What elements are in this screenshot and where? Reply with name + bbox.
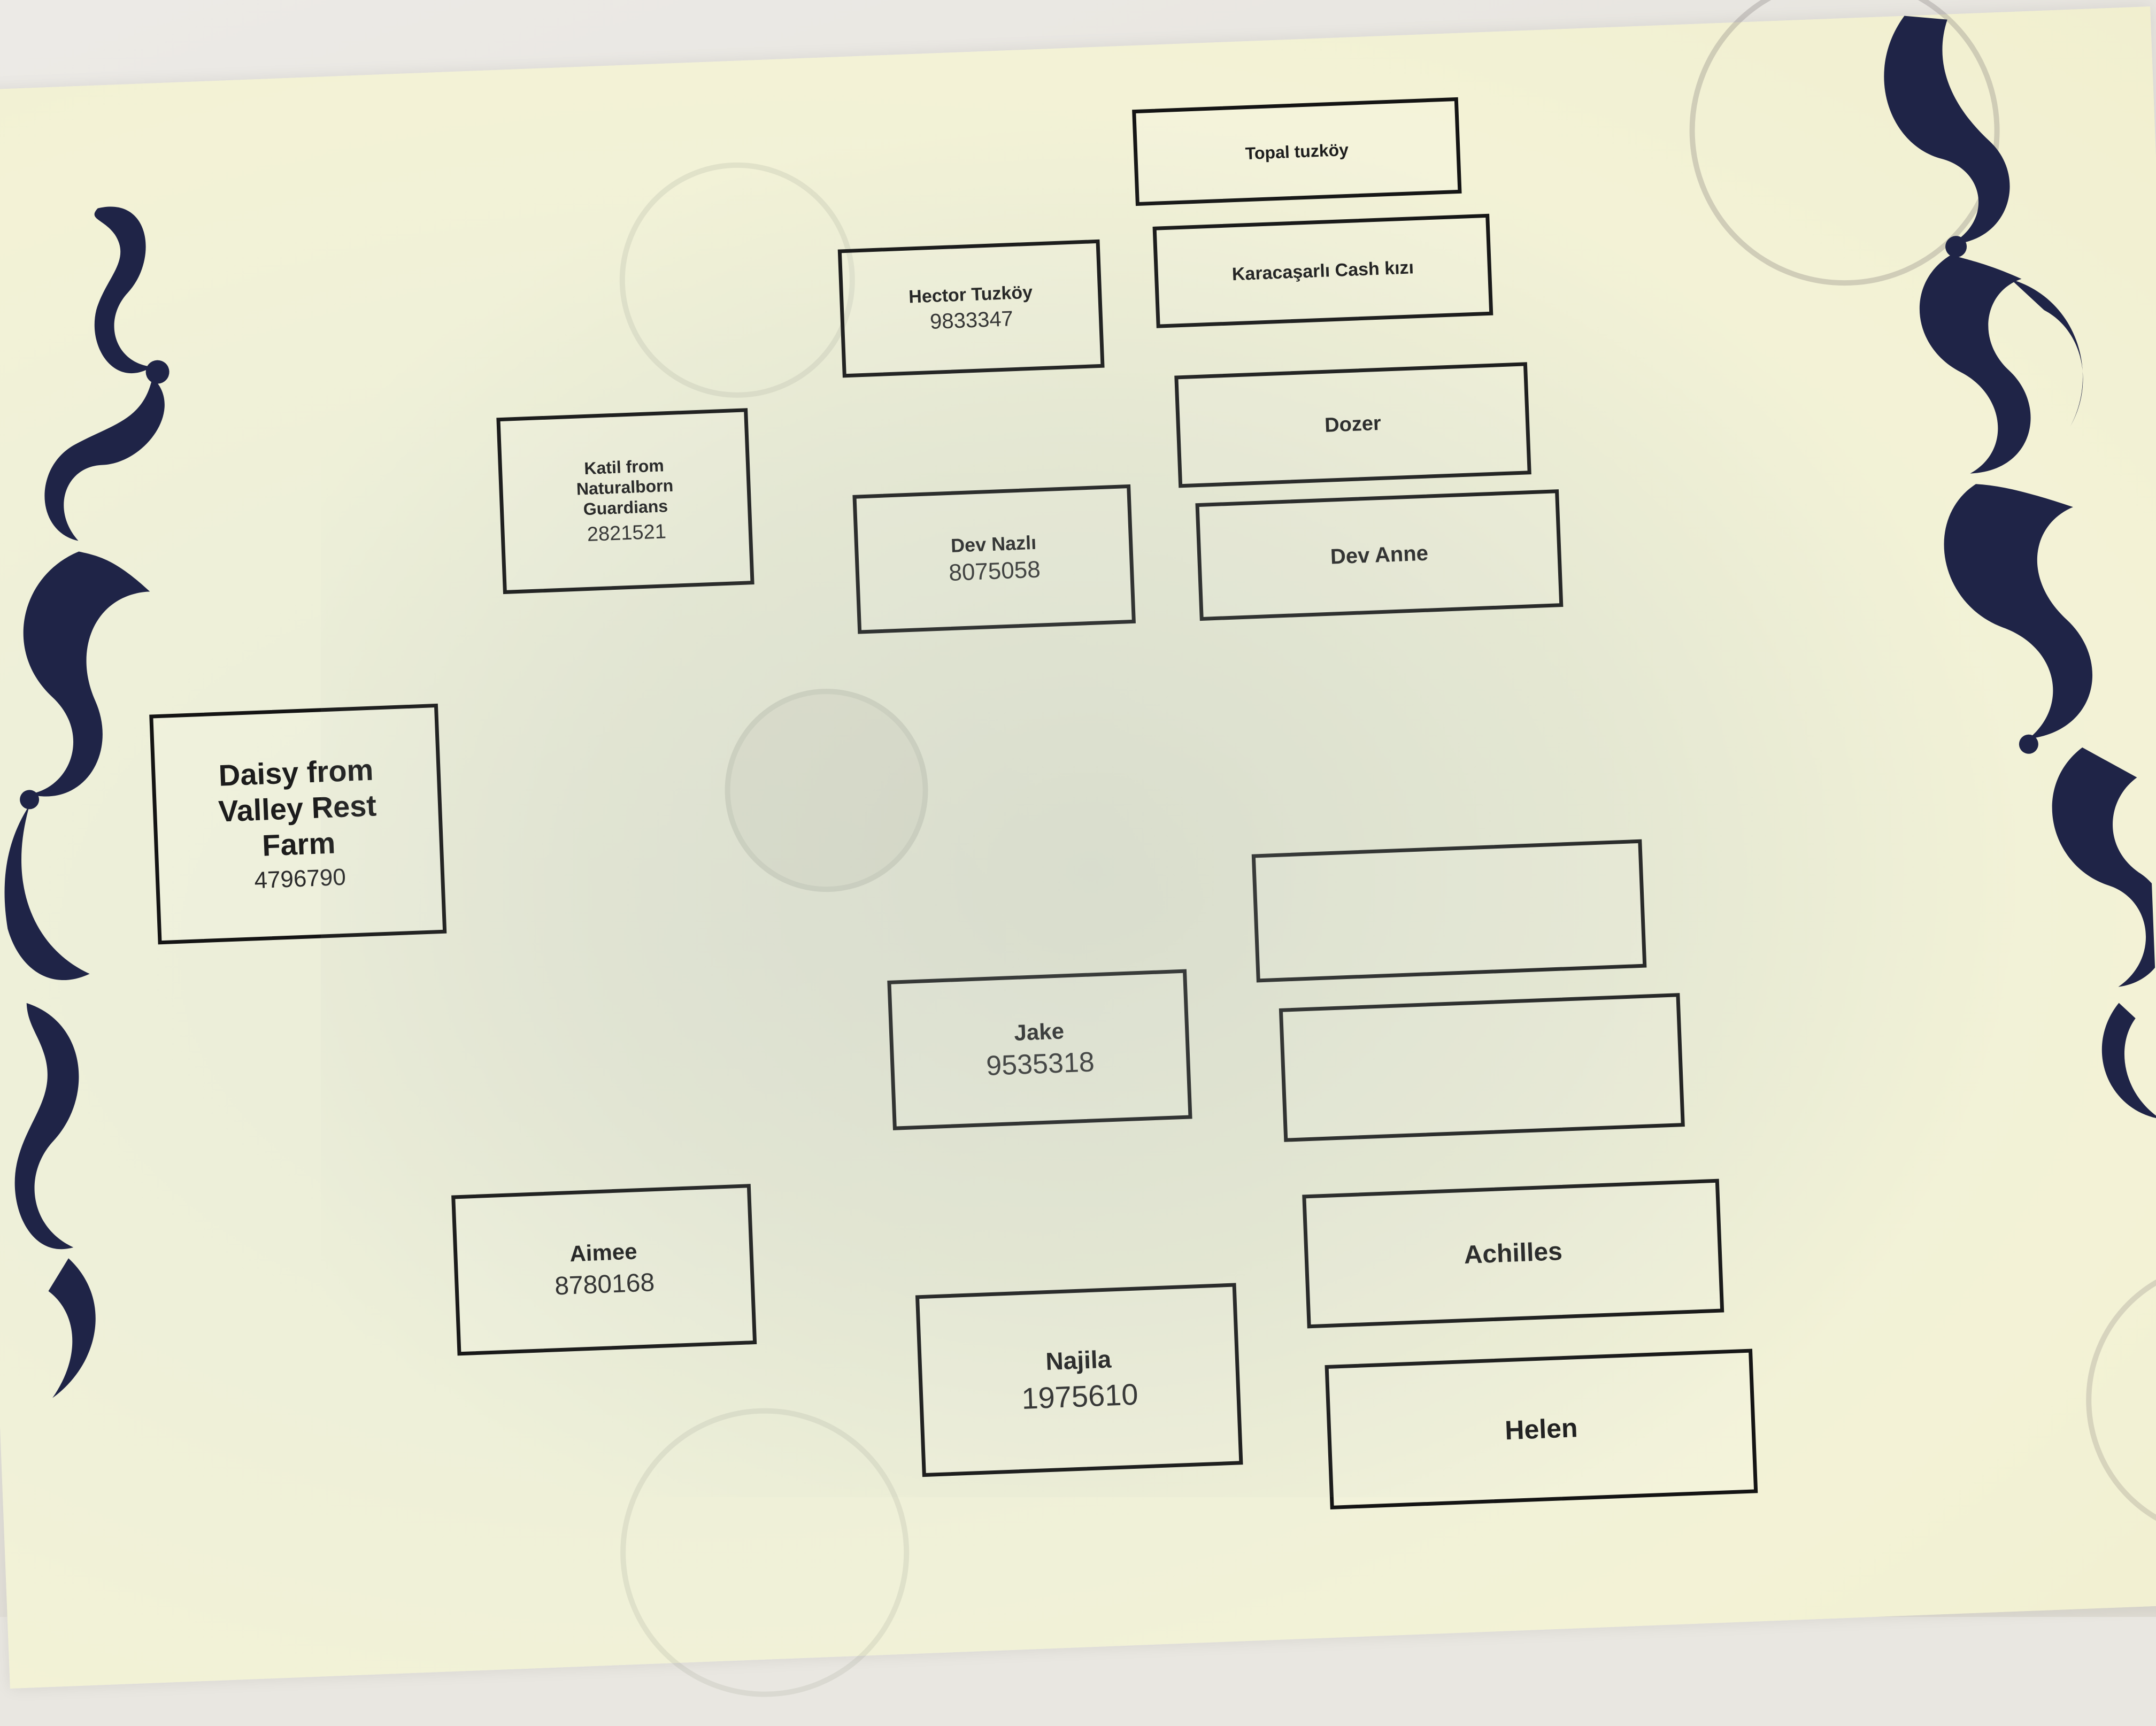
scroll-ornament-right: [1884, 16, 2156, 1119]
ggp-ddd-name: Helen: [1504, 1413, 1578, 1446]
watermark-seal: [2081, 1255, 2156, 1545]
sire-dam-name: Dev Nazlı: [950, 531, 1037, 557]
ggp-ssd-name: Karacaşarlı Cash kızı: [1231, 257, 1414, 284]
dam-registration: 8780168: [554, 1268, 656, 1301]
watermark-seal: [615, 158, 860, 403]
pedigree-ggp-sss-box: Topal tuzköy: [1132, 97, 1462, 206]
pedigree-sire-sire-box: Hector Tuzköy 9833347: [837, 239, 1105, 378]
dam-sire-name: Jake: [1013, 1018, 1065, 1045]
pedigree-ggp-dds-box: Achilles: [1302, 1178, 1724, 1329]
pedigree-ggp-dsd-box: [1279, 993, 1685, 1142]
sire-registration: 2821521: [587, 520, 667, 546]
subject-name: Daisy from Valley Rest Farm: [218, 752, 378, 862]
watermark-seal: [721, 684, 932, 896]
sire-name: Katil from Naturalborn Guardians: [576, 455, 674, 519]
ggp-dds-name: Achilles: [1463, 1237, 1563, 1270]
sire-sire-registration: 9833347: [929, 307, 1014, 334]
pedigree-ggp-ddd-box: Helen: [1325, 1349, 1758, 1509]
pedigree-ggp-sds-box: Dozer: [1174, 362, 1531, 488]
subject-registration: 4796790: [253, 864, 346, 894]
sire-sire-name: Hector Tuzköy: [908, 282, 1033, 307]
pedigree-subject-box: Daisy from Valley Rest Farm 4796790: [149, 703, 447, 945]
pedigree-dam-dam-box: Najila 1975610: [915, 1283, 1243, 1477]
pedigree-sire-box: Katil from Naturalborn Guardians 2821521: [496, 408, 754, 595]
pedigree-dam-box: Aimee 8780168: [451, 1184, 757, 1356]
dam-sire-registration: 9535318: [985, 1046, 1095, 1082]
ggp-sdd-name: Dev Anne: [1330, 541, 1429, 569]
ggp-sss-name: Topal tuzköy: [1245, 140, 1349, 163]
pedigree-sire-dam-box: Dev Nazlı 8075058: [852, 484, 1136, 634]
watermark-seal: [615, 1403, 915, 1702]
sire-dam-registration: 8075058: [948, 556, 1041, 587]
watermark-seal: [1683, 0, 2006, 292]
pedigree-ggp-sdd-box: Dev Anne: [1195, 489, 1564, 621]
dam-dam-name: Najila: [1045, 1345, 1112, 1375]
pedigree-dam-sire-box: Jake 9535318: [887, 969, 1192, 1130]
pedigree-ggp-ssd-box: Karacaşarlı Cash kızı: [1152, 213, 1493, 328]
ggp-sds-name: Dozer: [1324, 412, 1382, 437]
dam-dam-registration: 1975610: [1021, 1377, 1139, 1415]
pedigree-ggp-dss-box: [1251, 839, 1647, 983]
dam-name: Aimee: [569, 1238, 638, 1267]
